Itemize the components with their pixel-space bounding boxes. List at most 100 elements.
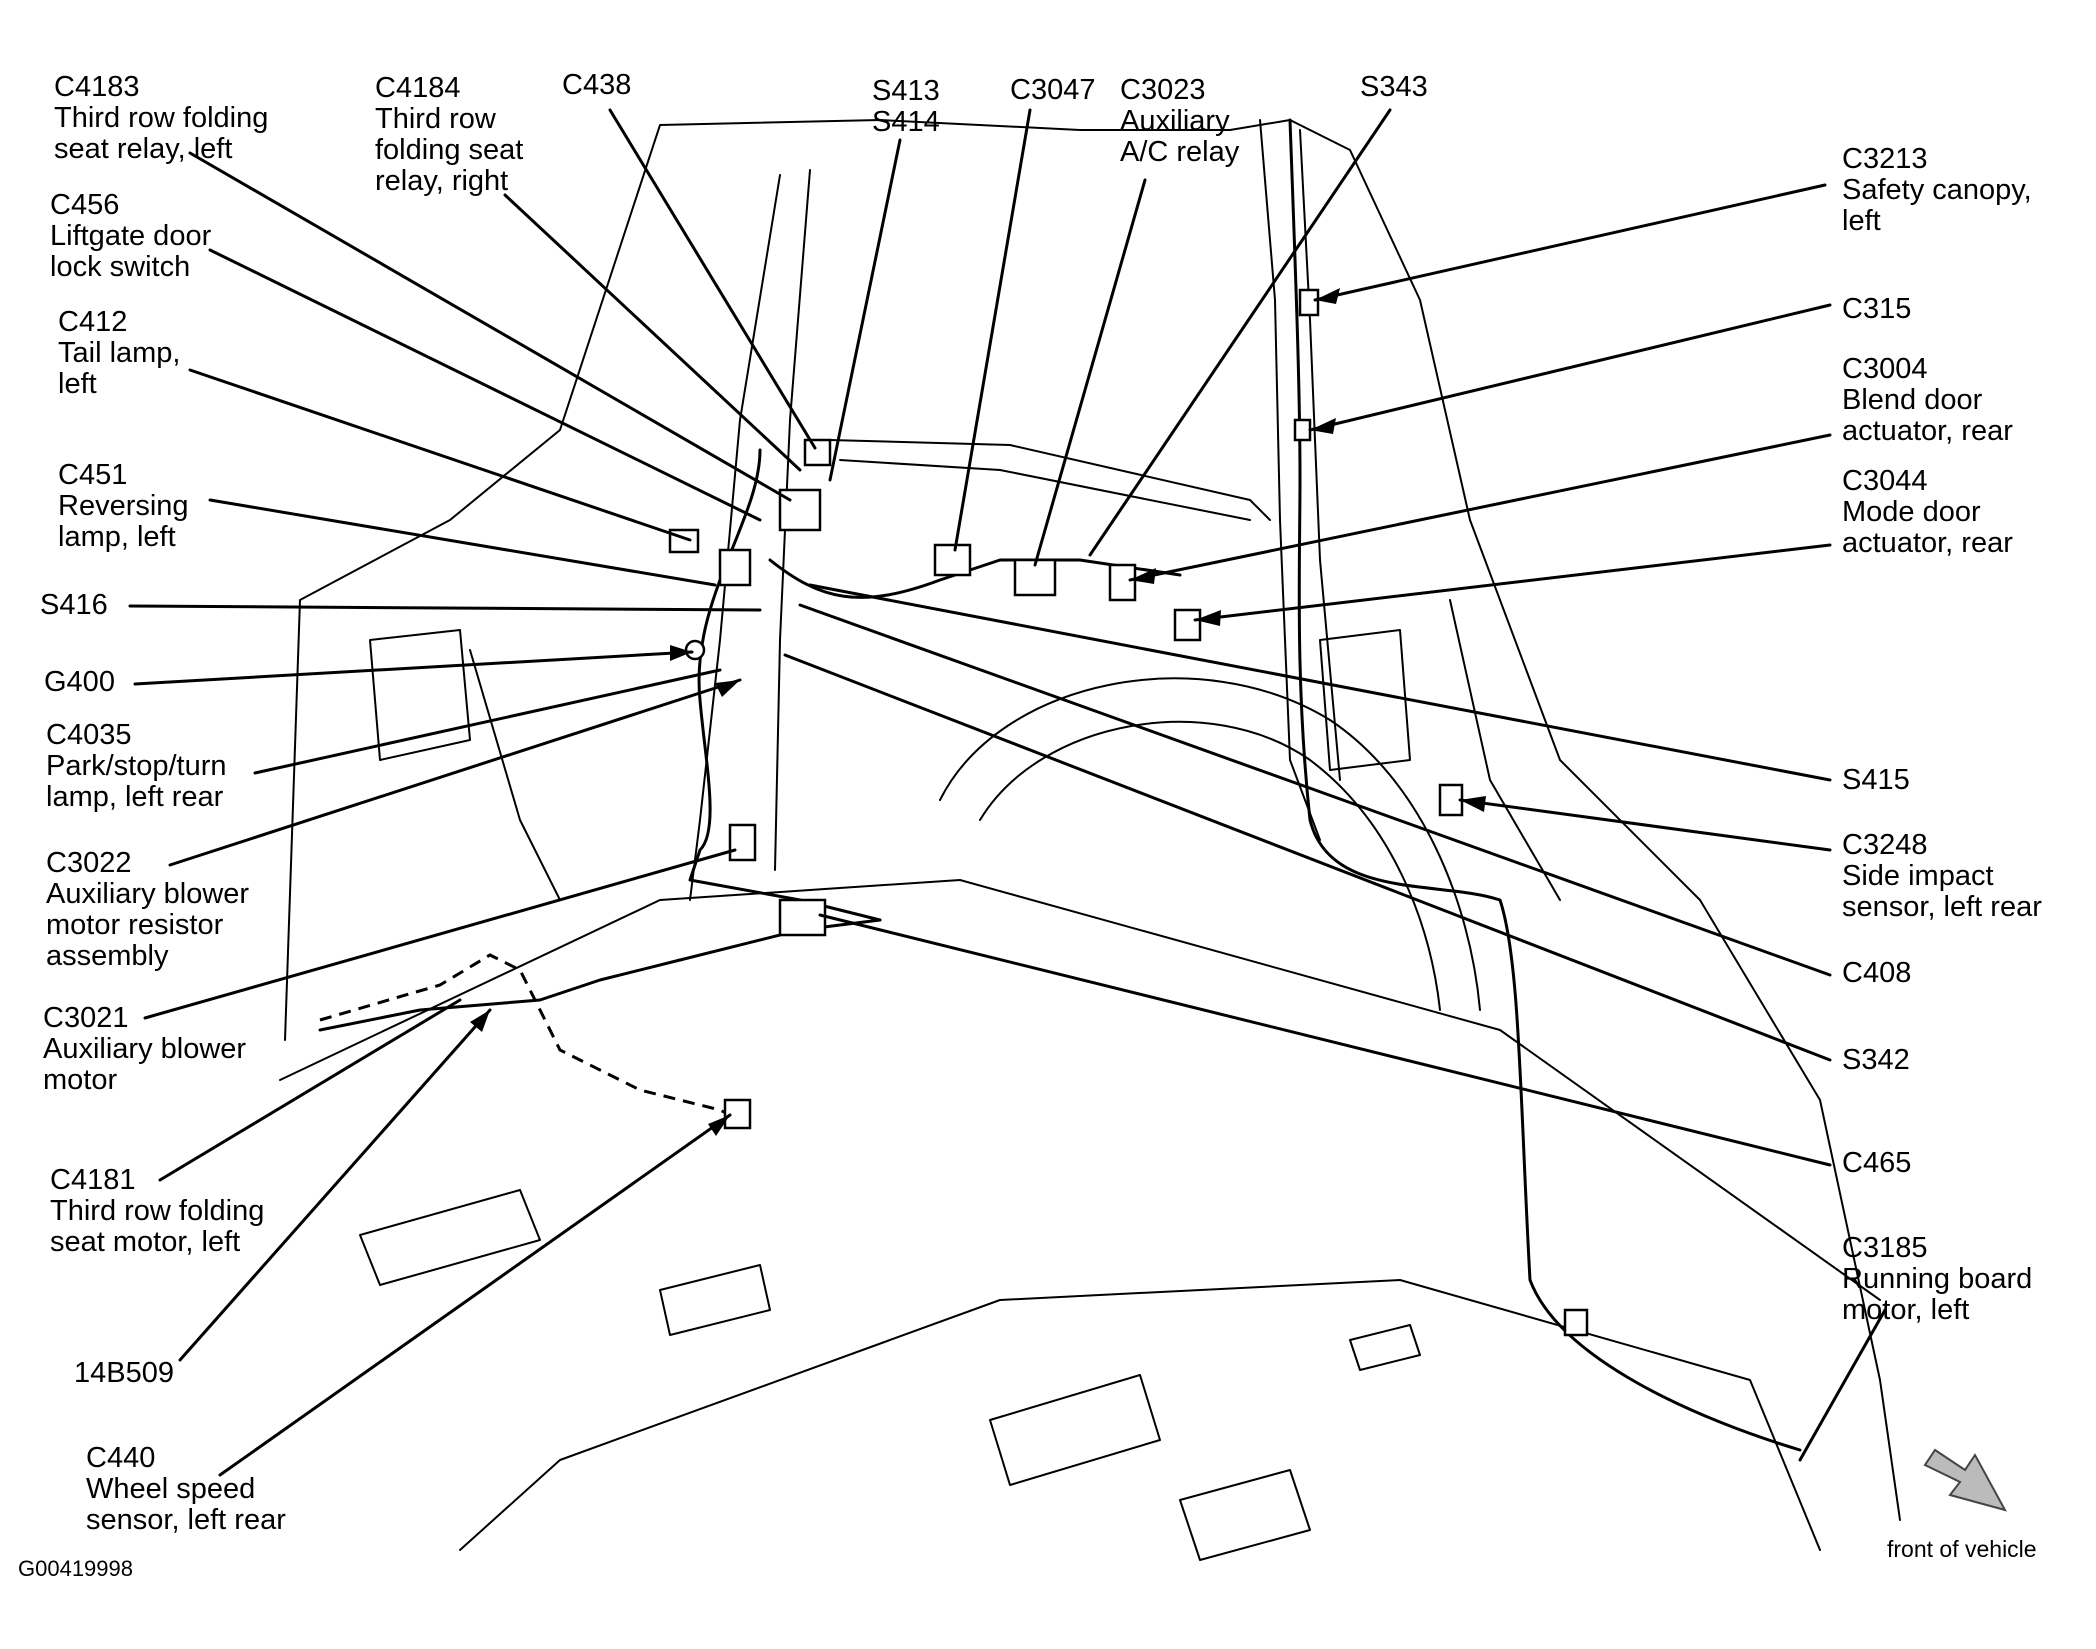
body-outline [284,119,1901,1521]
callout-c4035: C4035 Park/stop/turn lamp, left rear [46,720,227,813]
callout-desc: Auxiliary [1120,105,1230,137]
callout-code: S413 [872,75,940,107]
callout-c3047: C3047 [1010,75,1095,106]
callout-desc: Wheel speed [86,1473,256,1505]
callout-code: G400 [44,666,115,698]
leader-c315 [1308,303,1832,432]
arrowhead-c3044 [1195,610,1221,626]
callout-desc: lock switch [50,251,191,283]
callout-code: C3022 [46,847,132,879]
callout-desc: actuator, rear [1842,527,2013,559]
callout-c315: C315 [1842,294,1911,325]
callout-desc: Mode door [1842,496,1981,528]
floor-panel-2 [659,1264,771,1336]
leader-c4035 [253,668,722,775]
callout-code: C438 [562,69,632,101]
callout-c3213: C3213 Safety canopy, left [1842,144,2032,237]
callout-desc: Park/stop/turn [46,750,227,782]
callout-c3004: C3004 Blend door actuator, rear [1842,354,2013,447]
callout-desc: Liftgate door [50,220,212,252]
callout-desc: Third row [375,103,496,135]
connector-c3047 [933,543,972,577]
leader-c3248 [1458,798,1832,852]
arrowhead-c3004 [1130,568,1156,584]
callout-desc: motor [43,1064,118,1096]
connector-c440 [723,1098,752,1130]
callout-s342: S342 [1842,1045,1910,1076]
leader-14b509 [178,1008,492,1362]
pillar-harness [1288,118,1802,1452]
callout-desc: sensor, left rear [1842,891,2042,923]
callout-code: C3047 [1010,74,1096,106]
callout-desc: left [1842,205,1881,237]
callout-desc: relay, right [375,165,509,197]
callout-desc: A/C relay [1120,136,1240,168]
floor-edge [279,879,1881,1301]
leader-s416 [128,604,762,612]
callout-c4181: C4181 Third row folding seat motor, left [50,1165,264,1258]
leader-c412 [188,368,692,542]
callout-c4183: C4183 Third row folding seat relay, left [54,72,268,165]
callout-desc: lamp, left rear [46,781,224,813]
callout-desc: Third row folding [50,1195,265,1227]
floor-panel-4 [1349,1324,1421,1371]
floor-panel-5 [1179,1469,1311,1561]
callout-s415: S415 [1842,765,1910,796]
wheel-arch-inner [979,720,1441,1011]
arrowhead-g400 [670,645,692,661]
callout-c451: C451 Reversing lamp, left [58,460,189,553]
arrowhead-14b509 [470,1010,490,1032]
callout-c3044: C3044 Mode door actuator, rear [1842,466,2013,559]
callout-c412: C412 Tail lamp, left [58,307,181,400]
callout-code: 14B509 [74,1357,174,1389]
arrowhead-c3022 [715,680,740,697]
wheel-arch [939,677,1481,1011]
leader-c3004 [1128,433,1832,582]
leader-c408 [798,603,1832,977]
connector-c456 [718,548,752,587]
callout-desc: Auxiliary blower [43,1033,247,1065]
callout-code: C4035 [46,719,132,751]
arrowhead-c3213 [1315,288,1340,304]
pillar-right-inner [1299,129,1341,781]
leader-s343 [1088,108,1392,557]
callout-code: C412 [58,306,128,338]
left-wall-panel [369,629,471,761]
leader-g400 [133,650,694,686]
callout-c3185: C3185 Running board motor, left [1842,1233,2032,1326]
wheel-speed-harness [319,953,741,1122]
callout-desc: Auxiliary blower [46,878,250,910]
leader-c3023 [1033,178,1147,567]
callout-code: S342 [1842,1044,1910,1076]
floor-panel-1 [359,1189,541,1286]
callout-code: C451 [58,459,128,491]
inner-quarter-line [469,649,561,901]
callout-desc: lamp, left [58,521,176,553]
callout-code: C440 [86,1442,156,1474]
leader-c3185 [1798,1308,1887,1462]
callout-14b509: 14B509 [74,1358,174,1389]
callout-c408: C408 [1842,958,1911,989]
callout-c440: C440 Wheel speed sensor, left rear [86,1443,286,1536]
leader-c3044 [1193,543,1832,622]
callout-c3248: C3248 Side impact sensor, left rear [1842,830,2042,923]
connector-c438 [803,438,832,467]
callout-c4184: C4184 Third row folding seat relay, righ… [375,73,523,197]
callout-code: C3213 [1842,143,1928,175]
callout-desc: Tail lamp, [58,337,181,369]
inner-quarter-line-2 [1449,599,1561,901]
connector-c3004 [1108,563,1137,602]
leader-c451 [208,498,717,587]
callout-code: C3023 [1120,74,1206,106]
callout-c3021: C3021 Auxiliary blower motor [43,1003,246,1096]
figure-id: G00419998 [18,1556,133,1581]
callout-code: C315 [1842,293,1912,325]
callout-desc: motor resistor [46,909,224,941]
connector-c3185 [1563,1308,1589,1337]
callout-desc: motor, left [1842,1294,1970,1326]
leader-s415 [808,583,1832,782]
callout-code: C408 [1842,957,1912,989]
callout-desc: sensor, left rear [86,1504,286,1536]
